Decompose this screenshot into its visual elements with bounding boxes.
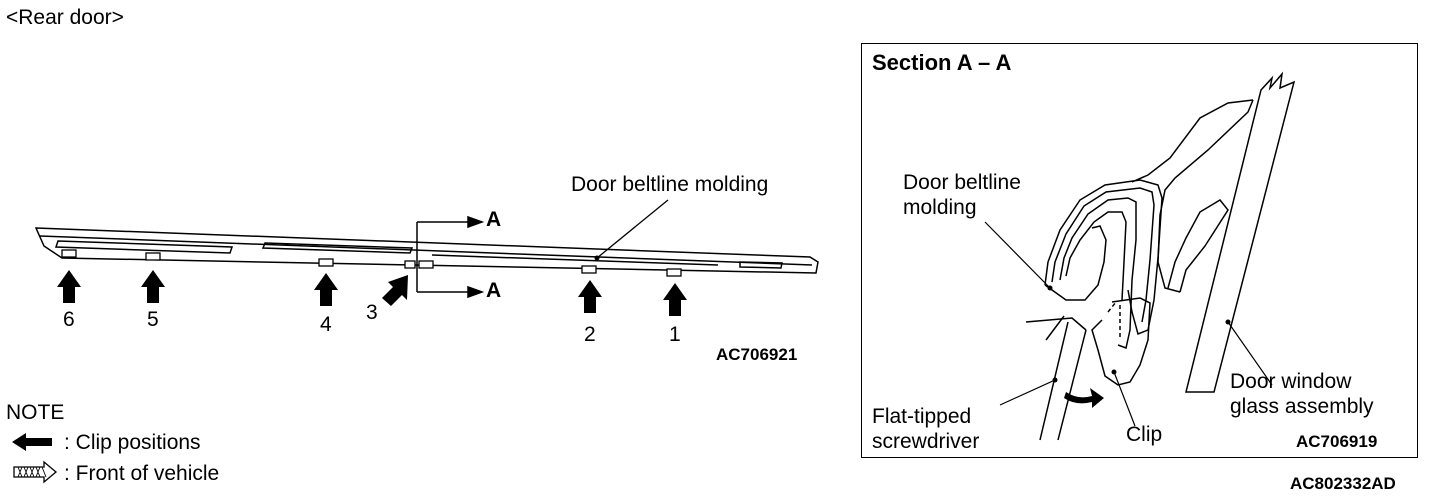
clip-shape [1091,297,1151,386]
section-molding-label-1: Door beltline [903,171,1021,194]
section-view-box [861,43,1418,458]
molding-leader [596,199,669,259]
molding-label: Door beltline molding [571,173,769,196]
clip-marks [61,249,682,277]
clip-position-arrow-icon [12,433,52,451]
clip-label: Clip [1126,423,1163,446]
glass-label-1: Door window [1230,370,1352,393]
clip-number-6: 6 [63,308,75,331]
clip-number-4: 4 [320,313,332,336]
section-title: Section A – A [872,50,1012,75]
clip-number-1: 1 [669,323,681,346]
clip-6 [61,249,77,258]
clip-3 [404,260,416,269]
arrow-2 [578,280,602,313]
window-glass [1185,71,1296,393]
arrow-1 [663,283,687,316]
front-of-vehicle-arrow-icon [13,460,58,484]
screwdriver-label-1: Flat-tipped [872,405,972,428]
legend-clip-positions: : Clip positions [64,431,201,454]
arrow-5 [141,270,165,303]
left-drawing-code: AC706921 [716,345,798,364]
legend-front-of-vehicle: : Front of vehicle [64,462,220,485]
section-cut-line [416,215,485,299]
clip-arrows [57,270,687,316]
glass-label-2: glass assembly [1230,395,1374,418]
figure-title: <Rear door> [6,6,124,29]
clip-5 [145,252,161,261]
arrow-6 [57,270,81,303]
clip-number-2: 2 [584,323,596,346]
clip-number-5: 5 [147,308,159,331]
clip-number-3: 3 [366,301,378,324]
arrow-3 [382,275,408,306]
door-beltline-molding [34,227,819,274]
section-mark-bottom: A [486,279,502,302]
note-heading: NOTE [6,401,65,424]
molding-profile [1044,179,1163,336]
clip-3b [418,260,434,269]
screwdriver-label-2: screwdriver [872,430,980,453]
figure-code: AC802332AD [1290,474,1396,493]
clip-2 [581,265,597,274]
push-arrow [1064,388,1104,408]
clip-1 [666,268,682,277]
section-drawing-code: AC706919 [1296,432,1378,451]
door-panel [1131,99,1254,183]
section-mark-top: A [486,208,502,231]
section-molding-label-2: molding [903,196,977,219]
arrow-4 [314,273,338,306]
clip-4 [318,258,334,267]
